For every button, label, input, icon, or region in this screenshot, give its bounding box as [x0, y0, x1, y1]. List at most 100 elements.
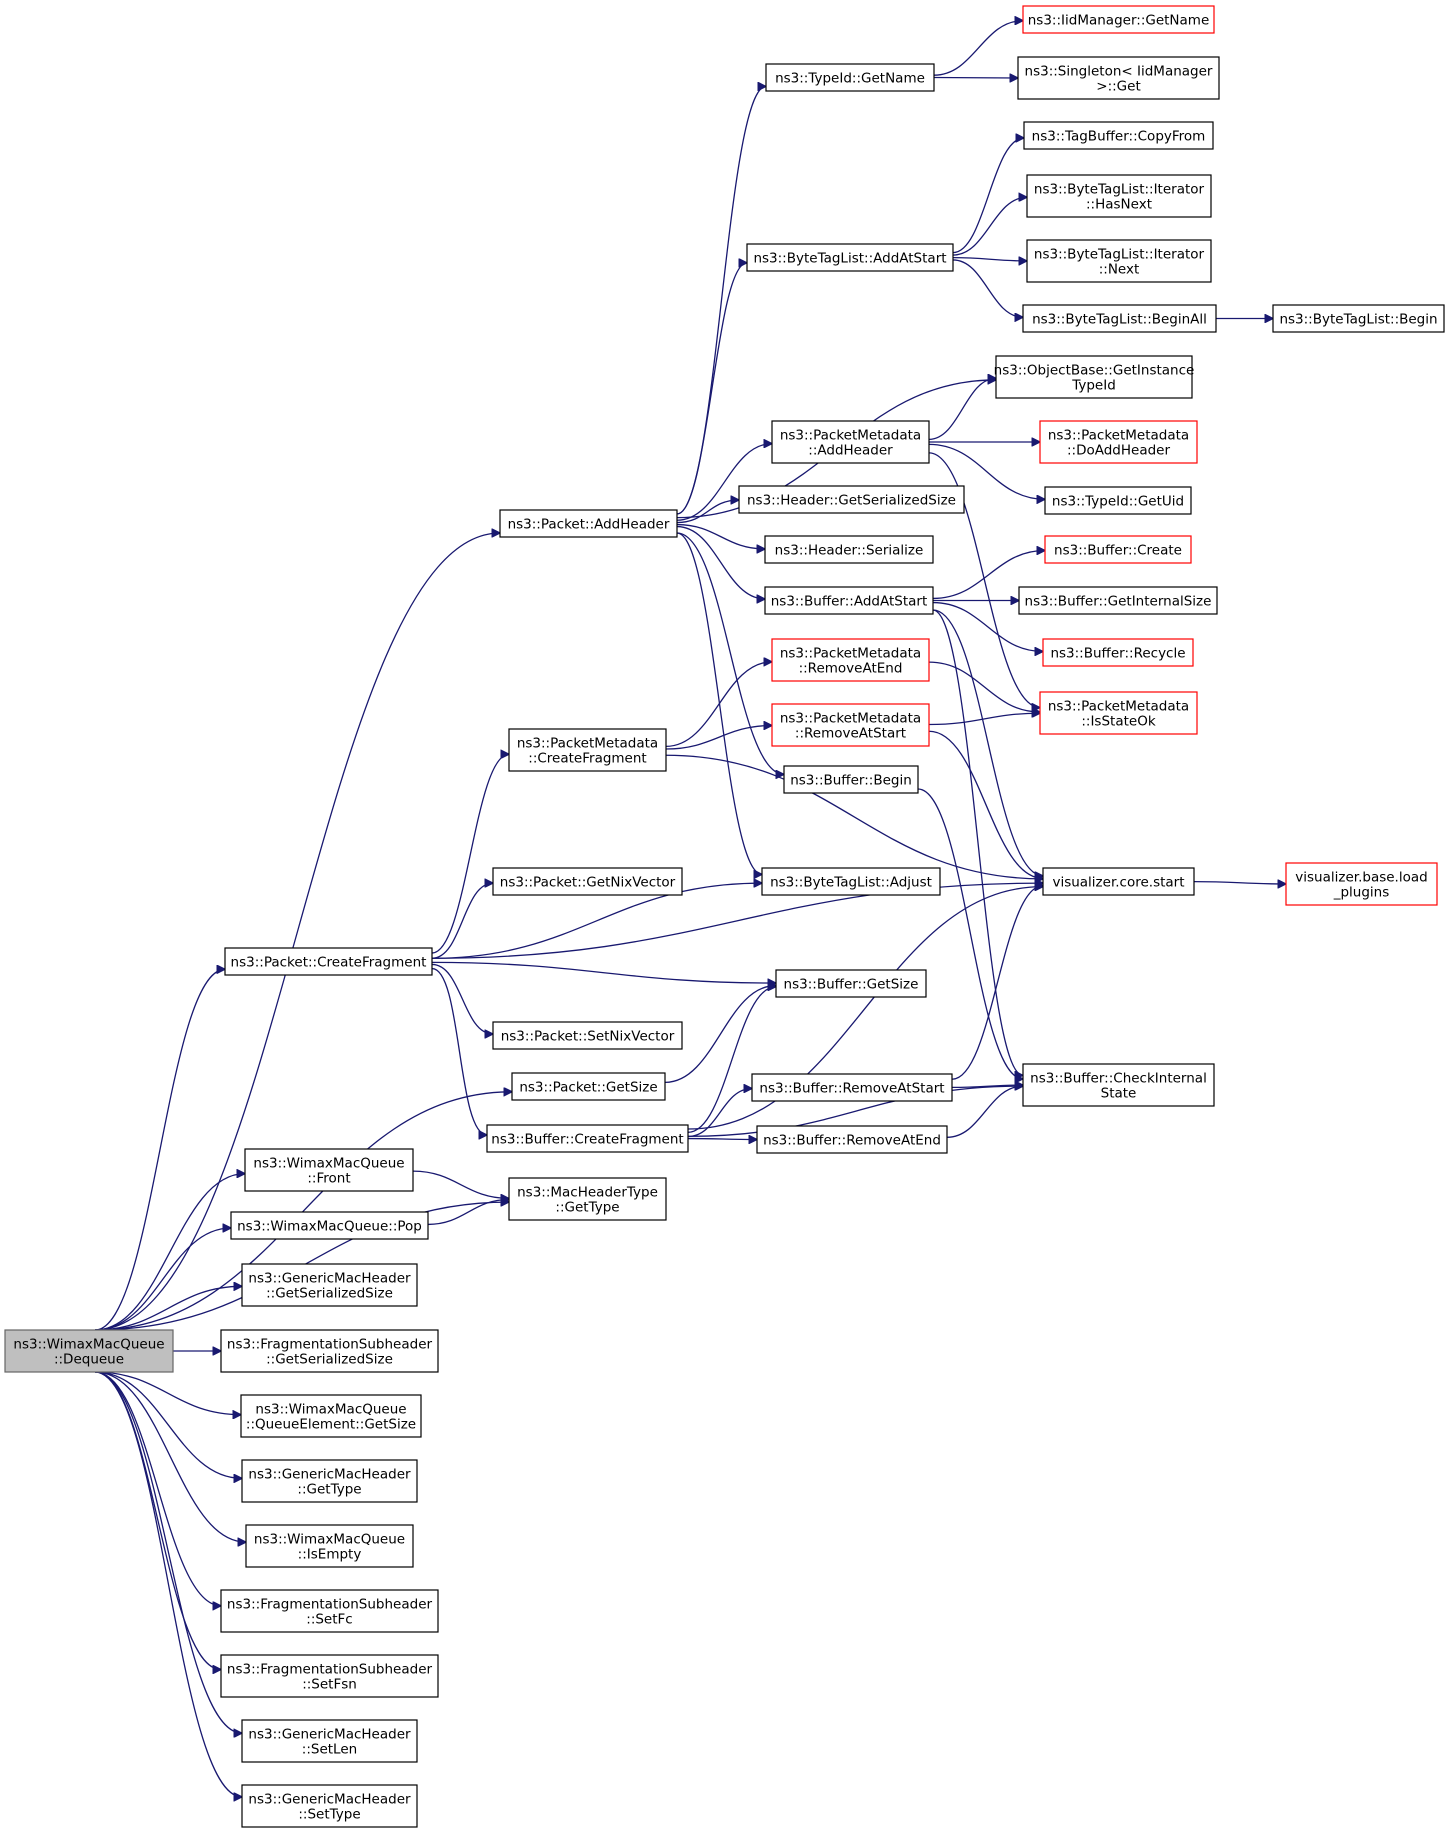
node-box[interactable]	[1026, 174, 1212, 218]
node-box[interactable]	[241, 1719, 418, 1763]
node-box[interactable]	[746, 243, 954, 272]
node-dq[interactable]: ns3::WimaxMacQueue::Dequeue	[4, 1329, 174, 1373]
node-pmiso[interactable]: ns3::PacketMetadata::IsStateOk	[1039, 691, 1198, 735]
node-box[interactable]	[241, 1263, 418, 1307]
node-tbcf[interactable]: ns3::TagBuffer::CopyFrom	[1023, 121, 1214, 150]
node-box[interactable]	[245, 1524, 414, 1568]
node-box[interactable]	[756, 1125, 948, 1154]
node-wie[interactable]: ns3::WimaxMacQueue::IsEmpty	[245, 1524, 414, 1568]
node-brae[interactable]: ns3::Buffer::RemoveAtEnd	[756, 1125, 948, 1154]
node-box[interactable]	[1023, 121, 1214, 150]
node-wfr[interactable]: ns3::WimaxMacQueue::Front	[244, 1148, 414, 1192]
node-box[interactable]	[1026, 239, 1212, 283]
node-iim[interactable]: ns3::IidManager::GetName	[1022, 5, 1215, 34]
node-box[interactable]	[771, 703, 930, 747]
node-vcs[interactable]: visualizer.core.start	[1042, 867, 1195, 896]
node-gmst[interactable]: ns3::GenericMacHeader::SetType	[241, 1784, 418, 1828]
node-box[interactable]	[244, 1148, 414, 1192]
node-bb[interactable]: ns3::ByteTagList::Begin	[1272, 304, 1445, 333]
node-box[interactable]	[508, 728, 667, 772]
node-box[interactable]	[783, 765, 919, 794]
node-bcf[interactable]: ns3::Buffer::CreateFragment	[486, 1124, 689, 1153]
node-box[interactable]	[1042, 867, 1195, 896]
node-box[interactable]	[1044, 486, 1192, 515]
node-box[interactable]	[1017, 56, 1220, 100]
node-box[interactable]	[1272, 304, 1445, 333]
node-box[interactable]	[492, 867, 683, 896]
node-box[interactable]	[1022, 304, 1217, 333]
node-hser[interactable]: ns3::Header::Serialize	[764, 535, 934, 564]
node-box[interactable]	[738, 485, 965, 514]
node-hgss[interactable]: ns3::Header::GetSerializedSize	[738, 485, 965, 514]
node-box[interactable]	[220, 1654, 439, 1698]
node-box[interactable]	[220, 1329, 439, 1373]
node-box[interactable]	[761, 867, 941, 896]
node-pmdah[interactable]: ns3::PacketMetadata::DoAddHeader	[1039, 420, 1198, 464]
node-box[interactable]	[771, 638, 930, 682]
node-fssfc[interactable]: ns3::FragmentationSubheader::SetFc	[220, 1589, 439, 1633]
node-pgnv[interactable]: ns3::Packet::GetNixVector	[492, 867, 683, 896]
node-box[interactable]	[230, 1211, 429, 1240]
node-wqegs[interactable]: ns3::WimaxMacQueue::QueueElement::GetSiz…	[240, 1394, 422, 1438]
node-box[interactable]	[1285, 862, 1438, 906]
node-bcr[interactable]: ns3::Buffer::Create	[1044, 535, 1192, 564]
node-pcf[interactable]: ns3::Packet::CreateFragment	[224, 947, 433, 976]
node-brc[interactable]: ns3::Buffer::Recycle	[1042, 638, 1194, 667]
node-box[interactable]	[771, 420, 930, 464]
node-pah[interactable]: ns3::Packet::AddHeader	[499, 509, 678, 538]
node-gmgss[interactable]: ns3::GenericMacHeader::GetSerializedSize	[241, 1263, 418, 1307]
node-psnv[interactable]: ns3::Packet::SetNixVector	[492, 1021, 683, 1050]
node-box[interactable]	[241, 1784, 418, 1828]
node-box[interactable]	[1018, 586, 1218, 615]
node-box[interactable]	[499, 509, 678, 538]
node-box[interactable]	[775, 969, 927, 998]
node-pmras[interactable]: ns3::PacketMetadata::RemoveAtStart	[771, 703, 930, 747]
node-box[interactable]	[1042, 638, 1194, 667]
node-btlas[interactable]: ns3::ByteTagList::AddAtStart	[746, 243, 954, 272]
node-tgu[interactable]: ns3::TypeId::GetUid	[1044, 486, 1192, 515]
node-box[interactable]	[4, 1329, 174, 1373]
node-box[interactable]	[995, 355, 1193, 399]
node-box[interactable]	[764, 535, 934, 564]
node-box[interactable]	[492, 1021, 683, 1050]
node-tgn[interactable]: ns3::TypeId::GetName	[765, 63, 935, 92]
node-box[interactable]	[1022, 5, 1215, 34]
node-box[interactable]	[751, 1073, 953, 1102]
node-fsgss[interactable]: ns3::FragmentationSubheader::GetSerializ…	[220, 1329, 439, 1373]
node-box[interactable]	[1039, 691, 1198, 735]
node-bgs[interactable]: ns3::Buffer::GetSize	[775, 969, 927, 998]
node-sig[interactable]: ns3::Singleton< IidManager>::Get	[1017, 56, 1220, 100]
node-baas[interactable]: ns3::Buffer::AddAtStart	[764, 586, 934, 615]
node-vblp[interactable]: visualizer.base.load_plugins	[1285, 862, 1438, 906]
node-bgis[interactable]: ns3::Buffer::GetInternalSize	[1018, 586, 1218, 615]
node-bba[interactable]: ns3::ByteTagList::BeginAll	[1022, 304, 1217, 333]
node-box[interactable]	[508, 1177, 667, 1221]
node-box[interactable]	[765, 63, 935, 92]
node-btladj[interactable]: ns3::ByteTagList::Adjust	[761, 867, 941, 896]
node-box[interactable]	[1044, 535, 1192, 564]
node-pmah[interactable]: ns3::PacketMetadata::AddHeader	[771, 420, 930, 464]
node-box[interactable]	[224, 947, 433, 976]
node-fssfsn[interactable]: ns3::FragmentationSubheader::SetFsn	[220, 1654, 439, 1698]
node-bras[interactable]: ns3::Buffer::RemoveAtStart	[751, 1073, 953, 1102]
node-box[interactable]	[220, 1589, 439, 1633]
node-box[interactable]	[511, 1072, 666, 1101]
node-gmgt[interactable]: ns3::GenericMacHeader::GetType	[241, 1459, 418, 1503]
node-box[interactable]	[764, 586, 934, 615]
node-pmrae[interactable]: ns3::PacketMetadata::RemoveAtEnd	[771, 638, 930, 682]
node-bbeg[interactable]: ns3::Buffer::Begin	[783, 765, 919, 794]
node-pmcf[interactable]: ns3::PacketMetadata::CreateFragment	[508, 728, 667, 772]
node-gmsl[interactable]: ns3::GenericMacHeader::SetLen	[241, 1719, 418, 1763]
node-bhn[interactable]: ns3::ByteTagList::Iterator::HasNext	[1026, 174, 1212, 218]
node-box[interactable]	[241, 1459, 418, 1503]
node-box[interactable]	[1039, 420, 1198, 464]
node-mht[interactable]: ns3::MacHeaderType::GetType	[508, 1177, 667, 1221]
node-box[interactable]	[240, 1394, 422, 1438]
node-box[interactable]	[1022, 1063, 1215, 1107]
node-bnx[interactable]: ns3::ByteTagList::Iterator::Next	[1026, 239, 1212, 283]
node-wpop[interactable]: ns3::WimaxMacQueue::Pop	[230, 1211, 429, 1240]
node-box[interactable]	[486, 1124, 689, 1153]
node-pgs[interactable]: ns3::Packet::GetSize	[511, 1072, 666, 1101]
